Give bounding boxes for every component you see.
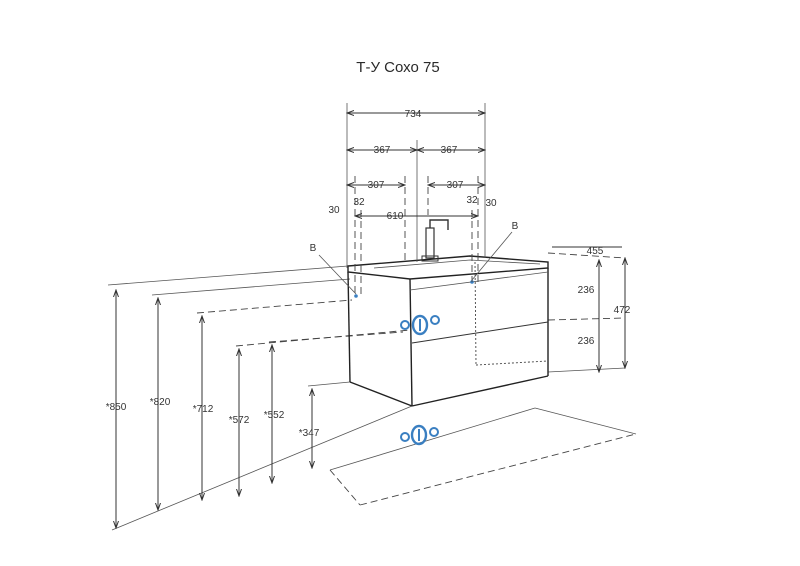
width-dimensions: 734 367 367 307 307 610 30 32 32 30 bbox=[328, 103, 497, 296]
height-712-label: *712 bbox=[193, 404, 214, 415]
connection-points bbox=[354, 280, 474, 446]
width-610-label: 610 bbox=[387, 211, 404, 222]
marker-b-left: B bbox=[310, 243, 317, 254]
offset-32-right-label: 32 bbox=[466, 195, 478, 206]
height-472-label: 472 bbox=[614, 305, 631, 316]
drain-wall-icon bbox=[400, 314, 440, 336]
height-820-label: *820 bbox=[150, 397, 171, 408]
height-236-top-label: 236 bbox=[578, 285, 595, 296]
height-236-bottom-label: 236 bbox=[578, 336, 595, 347]
connection-dot-left bbox=[354, 294, 358, 298]
marker-b-right: B bbox=[512, 221, 519, 232]
height-552-label: *552 bbox=[264, 410, 285, 421]
wall-reference-lines bbox=[107, 252, 637, 531]
drawing-title: Т-У Сохо 75 bbox=[356, 59, 439, 76]
width-367-right-label: 367 bbox=[441, 145, 458, 156]
offset-30-left-label: 30 bbox=[328, 205, 340, 216]
width-307-left-label: 307 bbox=[368, 180, 385, 191]
cabinet-body bbox=[347, 255, 549, 407]
offset-32-left-label: 32 bbox=[353, 197, 365, 208]
b-markers: B B bbox=[310, 221, 519, 295]
depth-455-label: 455 bbox=[587, 246, 604, 257]
height-347-label: *347 bbox=[299, 428, 320, 439]
offset-30-right-label: 30 bbox=[485, 198, 497, 209]
height-850-label: *850 bbox=[106, 402, 127, 413]
left-height-dimensions: *850 *820 *712 *572 *552 *347 bbox=[106, 290, 320, 528]
width-307-right-label: 307 bbox=[447, 180, 464, 191]
width-734-label: 734 bbox=[405, 109, 422, 120]
width-367-left-label: 367 bbox=[374, 145, 391, 156]
drain-floor-icon bbox=[400, 424, 439, 446]
right-dimensions: 455 236 236 472 bbox=[552, 246, 631, 372]
faucet-icon bbox=[421, 219, 449, 262]
height-572-label: *572 bbox=[229, 415, 250, 426]
